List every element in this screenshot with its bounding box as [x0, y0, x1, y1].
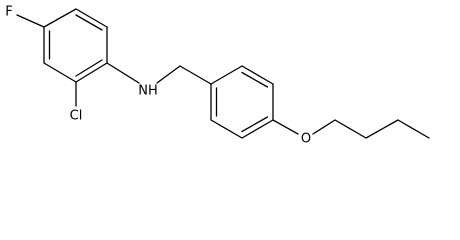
bond-b4-b5: [241, 119, 274, 139]
double-bond-a5-a6: [75, 59, 103, 77]
bond-a1-a2: [75, 8, 108, 28]
bond-c-n: [106, 62, 140, 84]
bond-a5-a6: [75, 62, 108, 83]
bond-c3-c4: [397, 119, 430, 139]
bond-a2-a3: [43, 8, 77, 28]
bond-c2-c3: [365, 119, 399, 139]
bond-c-f: [16, 14, 45, 28]
bond-b2-b3: [241, 65, 274, 85]
molecule-diagram: F Cl NH O: [5, 5, 430, 147]
bond-o-c1: [312, 119, 336, 135]
double-bond-b2-b3: [241, 71, 269, 88]
bond-b1-b2: [210, 65, 243, 85]
double-bond-a1-a2: [75, 14, 103, 31]
atom-label-amine: NH: [138, 84, 158, 99]
atom-label-oxygen: O: [301, 132, 311, 147]
ring-chlorofluorophenyl: [43, 8, 108, 83]
bond-n-ch2: [156, 65, 181, 84]
bond-ring-o: [272, 119, 299, 135]
bond-b5-b6: [210, 119, 243, 139]
ring-butoxyphenyl: [210, 65, 274, 139]
bond-ch2-ring: [179, 65, 212, 85]
double-bond-b4-b5: [241, 116, 269, 133]
bond-a4-a5: [43, 62, 77, 83]
bond-c1-c2: [334, 119, 367, 139]
atom-label-fluorine: F: [5, 5, 12, 20]
structure-canvas: F Cl NH O: [5, 5, 430, 147]
atom-label-chlorine: Cl: [70, 109, 83, 124]
